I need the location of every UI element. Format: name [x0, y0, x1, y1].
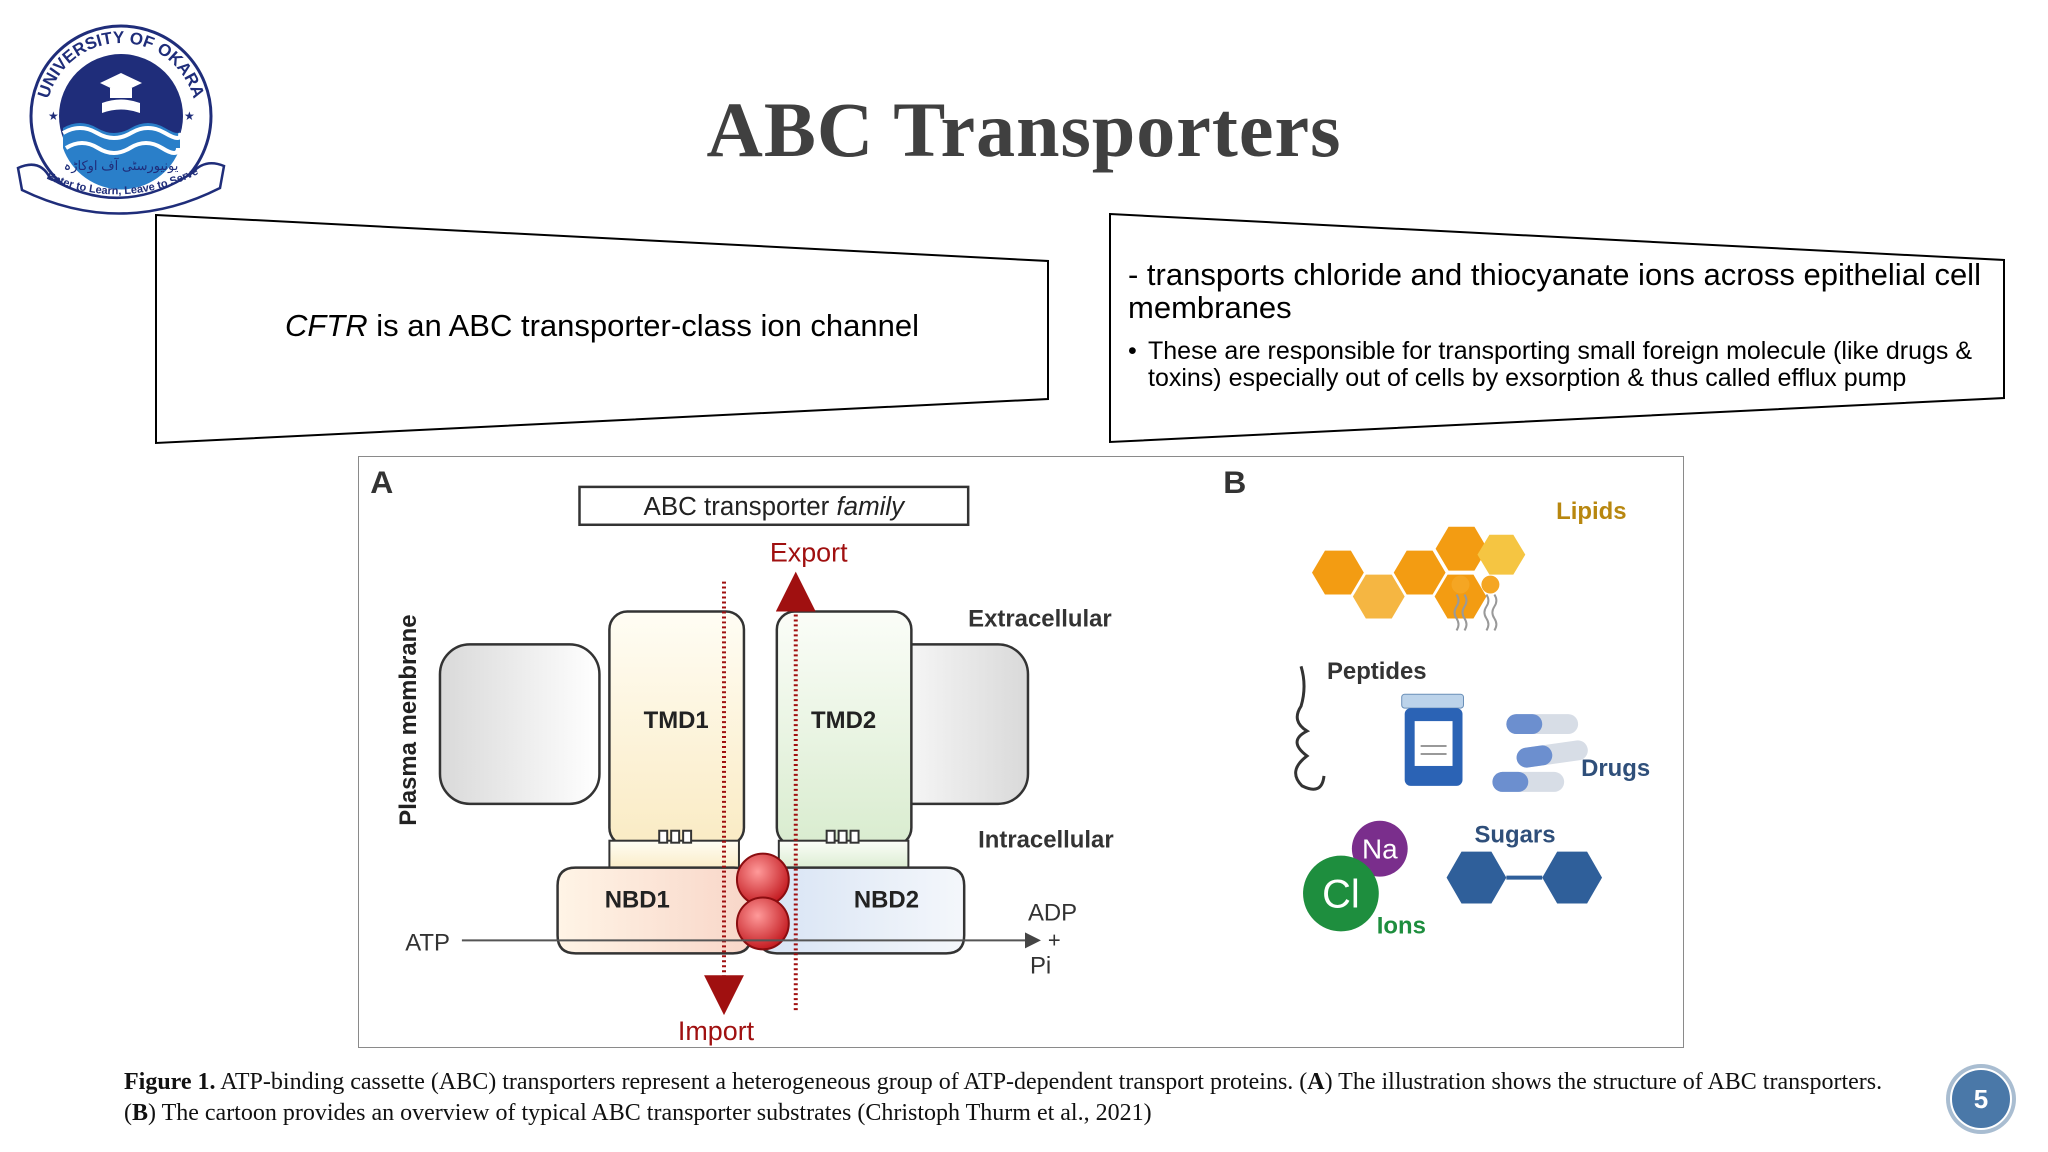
ions-label: Ions [1377, 912, 1426, 939]
caption-label: Figure 1. [124, 1069, 216, 1095]
peptides-label: Peptides [1327, 658, 1427, 685]
drug-bottle-icon [1401, 693, 1464, 786]
na-label: Na [1362, 834, 1398, 865]
function-box-outline [1109, 212, 2005, 444]
sugars-label: Sugars [1474, 822, 1555, 849]
intracellular-label: Intracellular [978, 827, 1114, 854]
sodium-ion-icon [1351, 820, 1408, 877]
cftr-box-outline [155, 213, 1049, 445]
slide-title: ABC Transporters [706, 86, 1342, 173]
capsules-icon [1492, 714, 1588, 792]
cftr-description: is an ABC transporter-class ion channel [367, 308, 920, 343]
panel-b-letter: B [1223, 464, 1246, 500]
import-label: Import [678, 1016, 755, 1046]
caption-a: A [1307, 1069, 1325, 1095]
figure-caption: Figure 1. ATP-binding cassette (ABC) tra… [124, 1067, 1904, 1129]
family-label-box [578, 485, 970, 527]
lipids-label: Lipids [1556, 498, 1626, 525]
caption-part1: ATP-binding cassette (ABC) transporters … [215, 1069, 1308, 1095]
svg-text:★: ★ [184, 109, 195, 123]
lipids-icon [1312, 526, 1526, 631]
caption-part2: ) The illustration shows the structure o… [124, 1069, 1883, 1126]
tmd2-label: TMD2 [811, 707, 876, 734]
export-label: Export [770, 538, 848, 568]
caption-part3: ) The cartoon provides an overview of ty… [148, 1100, 1152, 1126]
extracellular-label: Extracellular [968, 605, 1112, 632]
plus-label: + [1048, 927, 1061, 952]
university-logo: UNIVERSITY OF OKARA ★ ★ یونیورسٹی آف اوک… [16, 24, 226, 215]
panel-a-letter: A [370, 464, 393, 500]
family-label: ABC transporter family [644, 493, 907, 521]
adp-label: ADP [1028, 899, 1077, 926]
cl-label: Cl [1322, 872, 1360, 916]
sugars-icon [1446, 851, 1603, 904]
nbd1-label: NBD1 [605, 886, 670, 913]
membrane-left [438, 643, 601, 806]
drugs-label: Drugs [1581, 755, 1650, 782]
page-number-badge: 5 [1946, 1064, 2016, 1134]
caption-b: B [132, 1100, 149, 1126]
atp-label: ATP [405, 929, 450, 956]
bullet-dot: • [1128, 337, 1137, 365]
tmd1-label: TMD1 [644, 707, 709, 734]
nbd2-label: NBD2 [854, 886, 919, 913]
svg-text:★: ★ [48, 109, 59, 123]
atp-molecule-bottom [735, 896, 790, 951]
plasma-membrane-label: Plasma membrane [395, 614, 422, 825]
logo-urdu-text: یونیورسٹی آف اوکاڑہ [64, 157, 179, 174]
cftr-term: CFTR [284, 308, 368, 343]
cftr-statement: CFTR is an ABC transporter-class ion cha… [154, 308, 1050, 344]
function-main-text: - transports chloride and thiocyanate io… [1128, 257, 1981, 325]
abc-transporter-figure: A ABC transporter family Export TMD1 TMD… [358, 456, 1684, 1048]
chloride-ion-icon [1303, 855, 1379, 932]
page-number: 5 [1974, 1084, 1988, 1114]
function-bullet-text: These are responsible for transporting s… [1148, 337, 1972, 392]
pi-label: Pi [1030, 952, 1051, 979]
peptide-chain-icon [1294, 665, 1326, 791]
function-bullet: • These are responsible for transporting … [1128, 338, 1988, 392]
